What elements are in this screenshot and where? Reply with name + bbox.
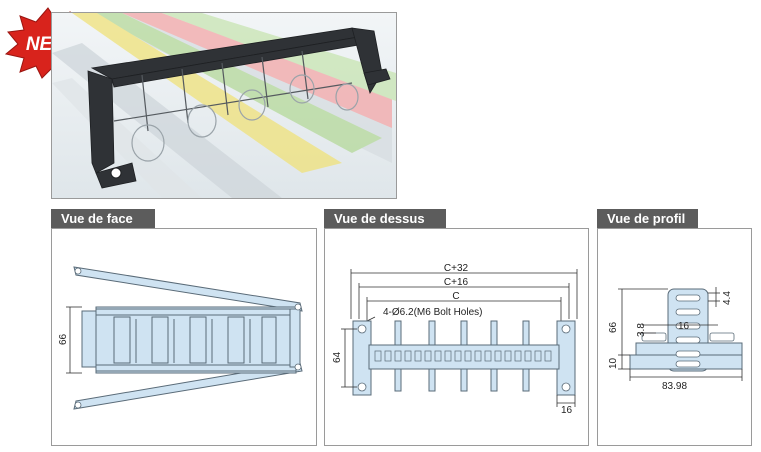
top-dim-c16: C+16 bbox=[444, 277, 469, 288]
front-view-panel: 66 bbox=[51, 228, 317, 446]
top-dim-c: C bbox=[452, 291, 459, 302]
tab-side-view: Vue de profil bbox=[597, 209, 698, 228]
side-dim-66: 66 bbox=[608, 321, 619, 333]
top-dim-64: 64 bbox=[332, 351, 343, 363]
side-dim-16: 16 bbox=[678, 321, 690, 332]
side-dim-width: 83.98 bbox=[662, 381, 687, 392]
tab-front-view: Vue de face bbox=[51, 209, 155, 228]
top-dim-c32: C+32 bbox=[444, 263, 469, 274]
side-view-drawing: 66 4.4 3.8 16 10 83.98 bbox=[608, 287, 743, 392]
product-photo bbox=[51, 12, 397, 199]
front-view-drawing: 66 bbox=[58, 266, 303, 410]
top-view-drawing: C+32 C+16 C 4-Ø6.2(M6 Bolt Holes) bbox=[332, 263, 578, 416]
side-dim-38: 3.8 bbox=[636, 323, 647, 337]
top-view-panel: C+32 C+16 C 4-Ø6.2(M6 Bolt Holes) bbox=[324, 228, 589, 446]
side-dim-44: 4.4 bbox=[722, 291, 733, 305]
side-dim-10: 10 bbox=[608, 357, 619, 369]
side-view-panel: 66 4.4 3.8 16 10 83.98 bbox=[597, 228, 752, 446]
product-photo-illustration bbox=[52, 13, 396, 198]
tab-top-view: Vue de dessus bbox=[324, 209, 446, 228]
top-dim-16: 16 bbox=[561, 405, 573, 416]
front-dim-66: 66 bbox=[58, 333, 69, 345]
top-holes-note: 4-Ø6.2(M6 Bolt Holes) bbox=[383, 307, 482, 318]
